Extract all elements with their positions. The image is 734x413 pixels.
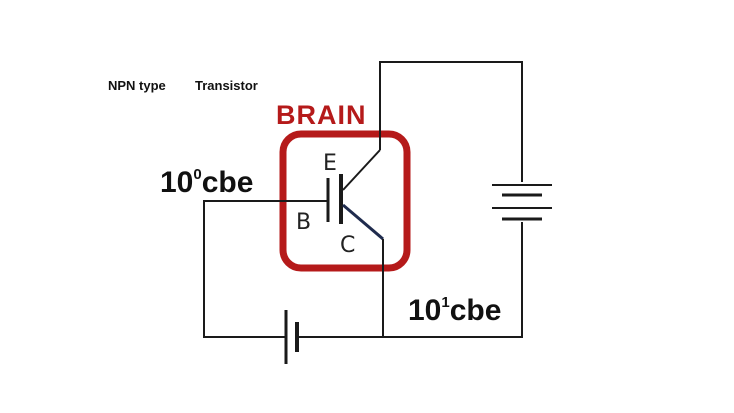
collector-lead	[342, 203, 384, 241]
right-source-unit: cbe	[450, 294, 502, 327]
left-battery	[284, 310, 299, 364]
base-label: B	[296, 210, 311, 235]
emitter-lead	[342, 149, 381, 191]
wire-top-loop	[379, 61, 523, 182]
left-source-label: 100cbe	[160, 166, 253, 199]
caption-npn-type: NPN type	[108, 78, 166, 93]
wire-right-bottom	[384, 222, 523, 338]
caption-transistor: Transistor	[195, 78, 258, 93]
brain-label: BRAIN	[276, 100, 367, 130]
wire-left-loop	[203, 200, 328, 338]
right-battery	[492, 184, 552, 221]
right-source-exponent: 1	[441, 294, 449, 311]
left-source-exponent: 0	[193, 166, 201, 183]
left-source-unit: cbe	[202, 166, 254, 199]
emitter-label: E	[323, 151, 337, 176]
left-source-base: 10	[160, 166, 193, 199]
collector-label: C	[340, 233, 355, 258]
right-source-label: 101cbe	[408, 294, 501, 327]
wires	[203, 61, 523, 338]
right-source-base: 10	[408, 294, 441, 327]
